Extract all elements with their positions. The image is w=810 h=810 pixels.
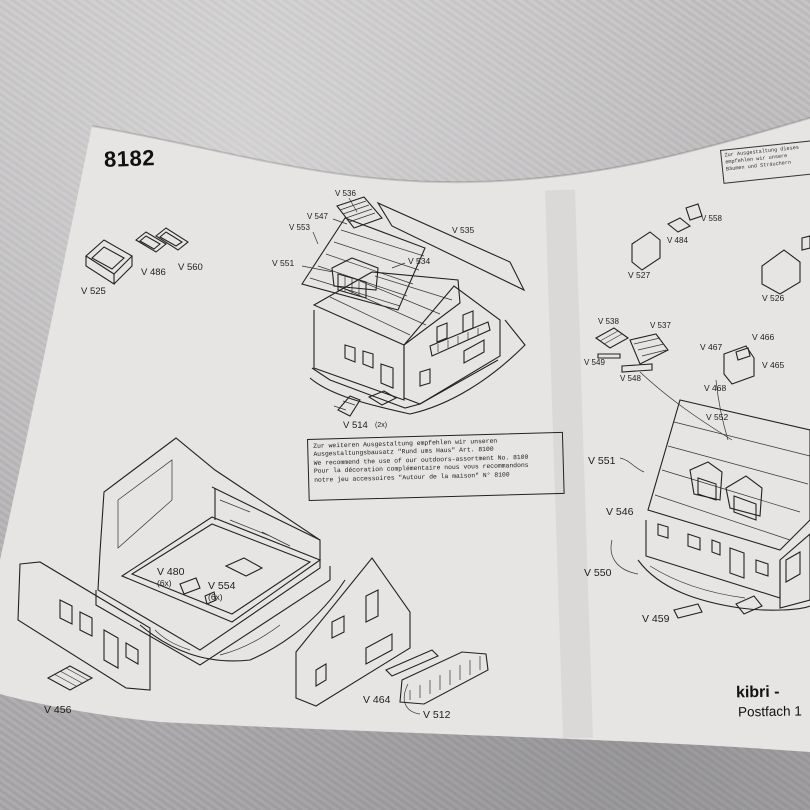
part-label-v548: V 548	[620, 374, 641, 383]
part-label-v554-qty: (6x)	[208, 592, 223, 602]
part-label-v480-qty: (6x)	[157, 578, 172, 588]
part-label-v546: V 546	[606, 506, 634, 518]
part-label-v459: V 459	[642, 613, 670, 625]
part-label-v560: V 560	[178, 262, 203, 273]
part-label-v549: V 549	[584, 358, 605, 367]
part-label-v552: V 552	[706, 412, 729, 422]
part-label-v480: V 480	[157, 566, 185, 578]
part-label-v553: V 553	[289, 223, 310, 232]
part-label-v512: V 512	[423, 709, 451, 721]
part-label-v550: V 550	[584, 567, 612, 579]
window-frame-parts-drawing	[85, 227, 189, 286]
part-label-v514-qty: (2x)	[375, 422, 388, 429]
paper-shape	[0, 118, 810, 752]
part-label-v537: V 537	[650, 321, 671, 330]
part-label-v547: V 547	[307, 212, 328, 221]
part-label-v514: V 514	[343, 420, 368, 431]
part-label-v486: V 486	[141, 267, 166, 278]
part-label-v468: V 468	[704, 383, 727, 393]
part-label-v551-top: V 551	[272, 258, 295, 268]
part-label-v558: V 558	[701, 214, 722, 223]
top-label-leaders	[301, 197, 406, 273]
brand-name: kibri -	[735, 683, 780, 702]
brand-address: Postfach 1	[737, 703, 802, 720]
recommendation-note: Zur weiteren Ausgestaltung empfehlen wir…	[307, 431, 565, 501]
part-label-v527: V 527	[628, 270, 651, 280]
part-label-v467: V 467	[700, 342, 723, 352]
model-number: 8182	[103, 145, 156, 172]
part-label-v464: V 464	[363, 694, 391, 706]
part-label-v538: V 538	[598, 317, 619, 326]
part-label-v484: V 484	[667, 236, 688, 245]
part-label-v551-right: V 551	[588, 455, 616, 467]
part-label-v554: V 554	[208, 580, 236, 592]
part-label-v526: V 526	[762, 293, 785, 303]
part-label-v466: V 466	[752, 332, 775, 342]
part-label-v535: V 535	[452, 225, 475, 235]
right-parts-drawing	[594, 203, 810, 619]
part-label-v525: V 525	[81, 286, 106, 297]
part-label-v536: V 536	[335, 189, 356, 198]
part-label-v456: V 456	[44, 704, 72, 716]
part-label-v465: V 465	[762, 360, 785, 370]
part-label-v534: V 534	[408, 256, 431, 266]
house-base-walls-drawing	[17, 437, 489, 715]
